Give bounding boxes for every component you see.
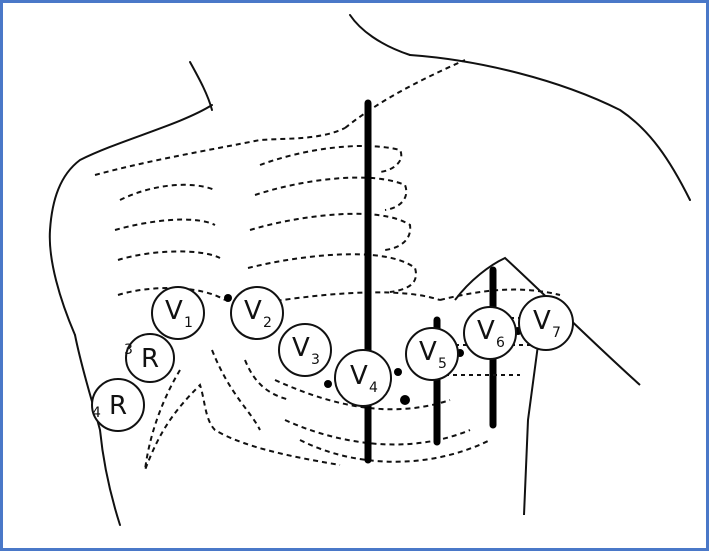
electrode-subscript: 3 — [124, 342, 133, 358]
electrode-subscript: 7 — [552, 325, 561, 341]
sternum-lower-2 — [245, 360, 290, 400]
electrode-label: V — [165, 296, 183, 326]
electrode-label: R — [109, 391, 127, 421]
contact-dot — [224, 294, 232, 302]
reference-lines — [368, 103, 493, 460]
contact-dot — [394, 368, 402, 376]
electrode-label: V — [244, 296, 262, 326]
neck-left — [190, 62, 212, 110]
electrode-subscript: 1 — [184, 315, 193, 331]
clavicle-right — [345, 60, 465, 128]
neck-right — [350, 15, 410, 55]
electrode-subscript: 3 — [311, 352, 320, 368]
rib-lower-3 — [300, 440, 490, 462]
electrode-subscript: 4 — [92, 405, 101, 421]
rib-right-1 — [260, 146, 401, 172]
electrode-subscript: 2 — [263, 315, 272, 331]
electrode-label: V — [533, 306, 551, 336]
right-shoulder-line — [410, 55, 690, 200]
costal-margin-left — [145, 370, 340, 470]
electrode-label: V — [292, 333, 310, 363]
rib-right-2 — [255, 178, 406, 210]
electrode-v4r: R4 — [92, 379, 144, 431]
electrode-subscript: 6 — [496, 335, 505, 351]
electrode-subscript: 5 — [438, 356, 447, 372]
rib-right-4 — [248, 254, 416, 292]
electrode-label: R — [141, 344, 159, 374]
contact-dot — [400, 395, 410, 405]
electrode-label: V — [419, 337, 437, 367]
electrode-v3r: R3 — [124, 334, 174, 382]
rib-left-2 — [115, 220, 215, 230]
axilla-lower — [524, 345, 538, 515]
electrode-subscript: 4 — [369, 380, 378, 396]
sternum-lower — [212, 350, 260, 430]
rib-left-1 — [120, 185, 215, 200]
electrode-label: V — [477, 316, 495, 346]
electrode-label: V — [350, 361, 368, 391]
rib-right-3 — [250, 214, 410, 250]
contact-dot — [324, 380, 332, 388]
rib-lower-2 — [285, 420, 470, 444]
rib-left-3 — [118, 251, 220, 260]
